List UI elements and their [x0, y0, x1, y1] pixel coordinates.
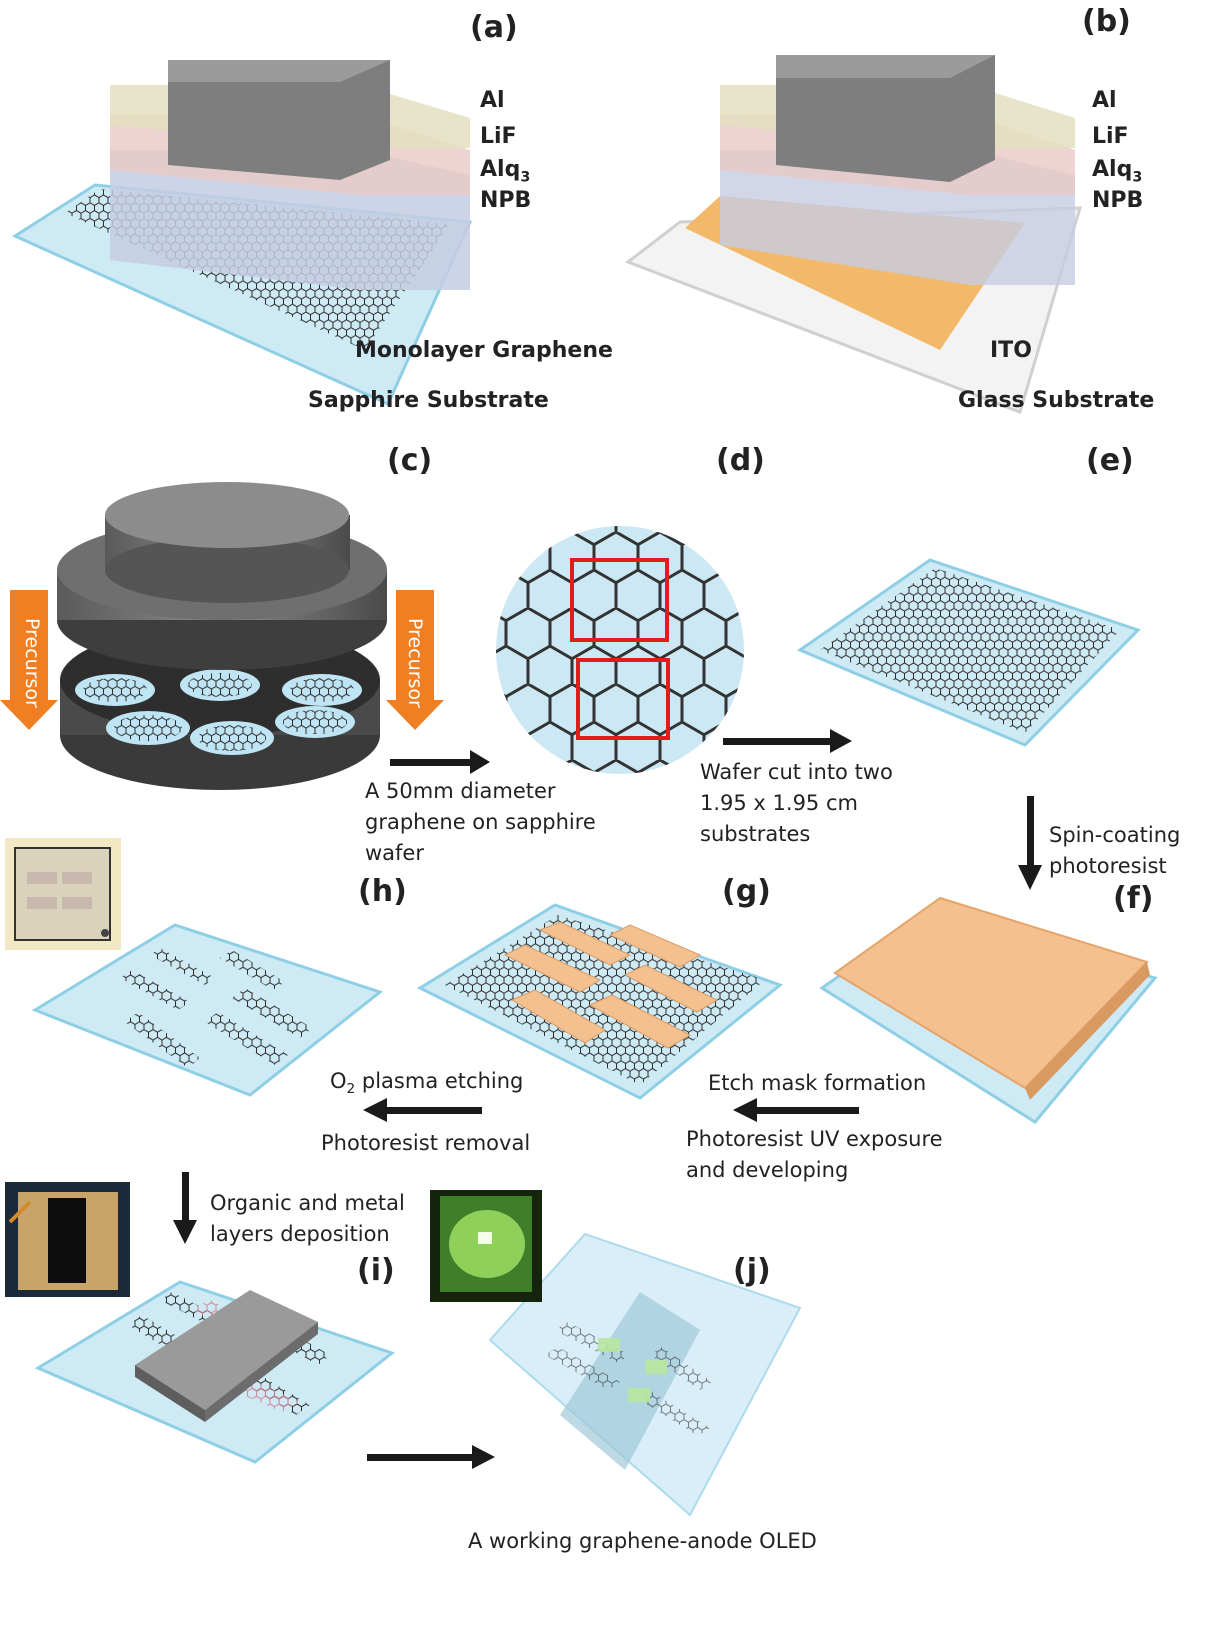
precursor-label-right: Precursor [404, 618, 426, 708]
wafer-discs [75, 669, 362, 755]
device-b [624, 55, 1083, 414]
panel-label-j: (j) [733, 1253, 771, 1288]
panel-label-d: (d) [716, 443, 765, 478]
patterned-mask-g [416, 903, 784, 1100]
layer-stack-a [110, 60, 470, 290]
arrow-h-to-i [173, 1172, 197, 1244]
label-ito: ITO [990, 338, 1032, 363]
caption-photoresist-removal: Photoresist removal [321, 1131, 531, 1155]
precursor-arrow-left [0, 590, 58, 730]
panel-label-c: (c) [387, 443, 433, 478]
caption-o2-plasma: O2 plasma etching [330, 1069, 524, 1098]
graphene-substrate-e [796, 558, 1141, 747]
al-cathode-a [168, 60, 390, 180]
patterned-graphene-h [31, 923, 384, 1097]
panel-label-g: (g) [722, 874, 771, 909]
inset-photo-i [5, 1182, 130, 1297]
layer-npb-b: NPB [1092, 188, 1144, 213]
arrow-d-to-e [723, 729, 852, 753]
arrow-e-to-f [1018, 796, 1042, 890]
panel-label-h: (h) [358, 874, 407, 909]
arrow-g-to-h [363, 1098, 482, 1122]
process-arrows [173, 729, 1042, 1469]
arrow-i-to-j [367, 1445, 495, 1469]
panel-label-a: (a) [470, 10, 518, 45]
arrow-f-to-g [733, 1098, 859, 1122]
caption-spin-coating: Spin-coating photoresist [1049, 823, 1181, 878]
inset-photo-j [430, 1190, 542, 1302]
caption-working-oled: A working graphene-anode OLED [468, 1529, 817, 1553]
precursor-label-left: Precursor [21, 618, 43, 708]
caption-etch-mask: Etch mask formation [708, 1071, 927, 1095]
label-sapphire-substrate: Sapphire Substrate [308, 388, 549, 413]
device-a [11, 60, 473, 406]
label-monolayer-graphene: Monolayer Graphene [355, 338, 613, 363]
highlight-box-bottom [576, 658, 670, 740]
al-cathode-b [776, 55, 995, 182]
panel-label-f: (f) [1113, 881, 1154, 916]
label-glass-substrate: Glass Substrate [958, 388, 1155, 413]
photoresist-stripes [503, 921, 719, 1049]
panel-label-i: (i) [357, 1253, 395, 1288]
device-i [34, 1280, 396, 1464]
caption-wafer: A 50mm diameter graphene on sapphire waf… [365, 779, 596, 865]
layer-lif-b: LiF [1092, 124, 1129, 149]
layer-stack-b [720, 55, 1075, 285]
inset-photo-h [5, 838, 121, 950]
caption-uv-exposure: Photoresist UV exposure and developing [686, 1127, 943, 1182]
cvd-reactor [0, 482, 444, 790]
precursor-arrow-right [386, 590, 444, 730]
panel-label-e: (e) [1086, 443, 1134, 478]
layer-lif-a: LiF [480, 124, 517, 149]
caption-wafer-cut: Wafer cut into two 1.95 x 1.95 cm substr… [700, 760, 893, 846]
layer-al-a: Al [480, 88, 505, 113]
graphene-lattice-closeup [496, 526, 744, 774]
layer-npb-a: NPB [480, 188, 532, 213]
layer-alq3-b: Alq3 [1092, 157, 1143, 186]
highlight-box-top [570, 558, 669, 642]
arrow-c-to-d [390, 750, 490, 774]
photoresist-substrate-f [819, 896, 1158, 1124]
metal-cathode-i [135, 1290, 318, 1410]
caption-deposition: Organic and metal layers deposition [210, 1191, 405, 1246]
working-oled-j [488, 1232, 802, 1517]
layer-al-b: Al [1092, 88, 1117, 113]
panel-label-b: (b) [1082, 4, 1131, 39]
layer-alq3-a: Alq3 [480, 157, 531, 186]
